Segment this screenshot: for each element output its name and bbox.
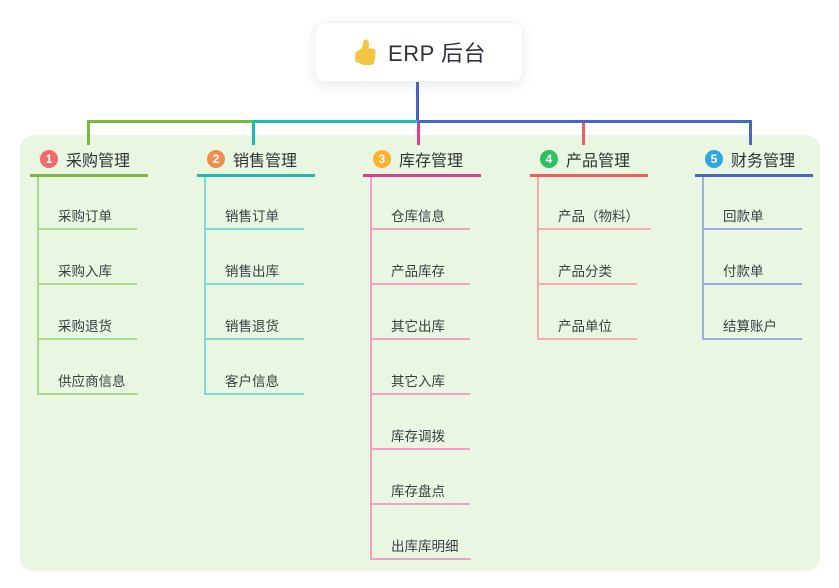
child-node-label: 采购退货: [58, 319, 112, 334]
child-node-label: 供应商信息: [58, 374, 126, 389]
child-node-label: 其它入库: [391, 374, 445, 389]
branch-number-badge: 2: [207, 149, 225, 168]
children-rail-line: [702, 177, 704, 340]
child-node[interactable]: 采购退货: [37, 312, 137, 340]
branch-drop-line: [87, 120, 90, 145]
branch-node-产品管理[interactable]: 4 产品管理: [530, 143, 648, 177]
child-node[interactable]: 销售出库: [204, 257, 304, 285]
branch-node-销售管理[interactable]: 2 销售管理: [197, 143, 315, 177]
child-node-label: 库存调拨: [391, 429, 445, 444]
child-node[interactable]: 销售退货: [204, 312, 304, 340]
branch-node-库存管理[interactable]: 3 库存管理: [363, 143, 481, 177]
child-node[interactable]: 出库库明细: [370, 532, 471, 560]
child-node-label: 销售出库: [225, 264, 279, 279]
child-node-label: 销售订单: [225, 209, 279, 224]
child-node-label: 仓库信息: [391, 209, 445, 224]
root-node[interactable]: ERP 后台: [315, 22, 523, 82]
child-node-label: 付款单: [723, 264, 764, 279]
branch-number-badge: 3: [373, 149, 391, 168]
children-rail-line: [37, 177, 39, 395]
child-node-label: 采购订单: [58, 209, 112, 224]
child-node-label: 产品（物料）: [558, 209, 639, 224]
branch-title: 库存管理: [399, 152, 464, 170]
thumbs-up-icon: [355, 39, 376, 65]
child-node[interactable]: 仓库信息: [370, 202, 470, 230]
branch-node-采购管理[interactable]: 1 采购管理: [30, 143, 148, 177]
child-node-label: 库存盘点: [391, 484, 445, 499]
branch-number-badge: 4: [540, 149, 558, 168]
child-node[interactable]: 产品单位: [537, 312, 637, 340]
child-node[interactable]: 销售订单: [204, 202, 304, 230]
child-node-label: 客户信息: [225, 374, 279, 389]
child-node-label: 产品分类: [558, 264, 612, 279]
child-node-label: 产品库存: [391, 264, 445, 279]
bus-segment-3: [418, 120, 751, 123]
child-node[interactable]: 产品（物料）: [537, 202, 651, 230]
child-node-label: 产品单位: [558, 319, 612, 334]
branch-number-badge: 1: [40, 149, 58, 168]
child-node-label: 销售退货: [225, 319, 279, 334]
child-node-label: 出库库明细: [391, 539, 459, 554]
children-rail-line: [537, 177, 539, 340]
branches-panel: [20, 135, 820, 571]
children-rail-line: [370, 177, 372, 560]
child-node[interactable]: 库存调拨: [370, 422, 470, 450]
branch-drop-line: [749, 120, 752, 145]
child-node[interactable]: 产品分类: [537, 257, 637, 285]
child-node[interactable]: 采购订单: [37, 202, 137, 230]
child-node[interactable]: 其它入库: [370, 367, 470, 395]
branch-drop-line: [417, 123, 420, 145]
bus-segment-2: [253, 120, 419, 123]
root-title: ERP 后台: [388, 41, 486, 66]
branch-title: 产品管理: [566, 152, 631, 170]
children-rail-line: [204, 177, 206, 395]
branch-title: 采购管理: [66, 152, 131, 170]
branch-title: 销售管理: [233, 152, 298, 170]
child-node[interactable]: 付款单: [702, 257, 802, 285]
child-node-label: 结算账户: [723, 319, 777, 334]
root-stem-line: [416, 82, 419, 123]
child-node[interactable]: 库存盘点: [370, 477, 470, 505]
child-node[interactable]: 其它出库: [370, 312, 470, 340]
branch-title: 财务管理: [731, 152, 796, 170]
branch-drop-line: [252, 120, 255, 145]
child-node-label: 回款单: [723, 209, 764, 224]
bus-segment-1: [88, 120, 254, 123]
branch-number-badge: 5: [705, 149, 723, 168]
child-node[interactable]: 回款单: [702, 202, 802, 230]
child-node[interactable]: 客户信息: [204, 367, 304, 395]
child-node[interactable]: 产品库存: [370, 257, 470, 285]
child-node[interactable]: 供应商信息: [37, 367, 138, 395]
child-node[interactable]: 采购入库: [37, 257, 137, 285]
branch-drop-line: [582, 123, 585, 145]
child-node[interactable]: 结算账户: [702, 312, 802, 340]
branch-node-财务管理[interactable]: 5 财务管理: [695, 143, 813, 177]
child-node-label: 其它出库: [391, 319, 445, 334]
child-node-label: 采购入库: [58, 264, 112, 279]
